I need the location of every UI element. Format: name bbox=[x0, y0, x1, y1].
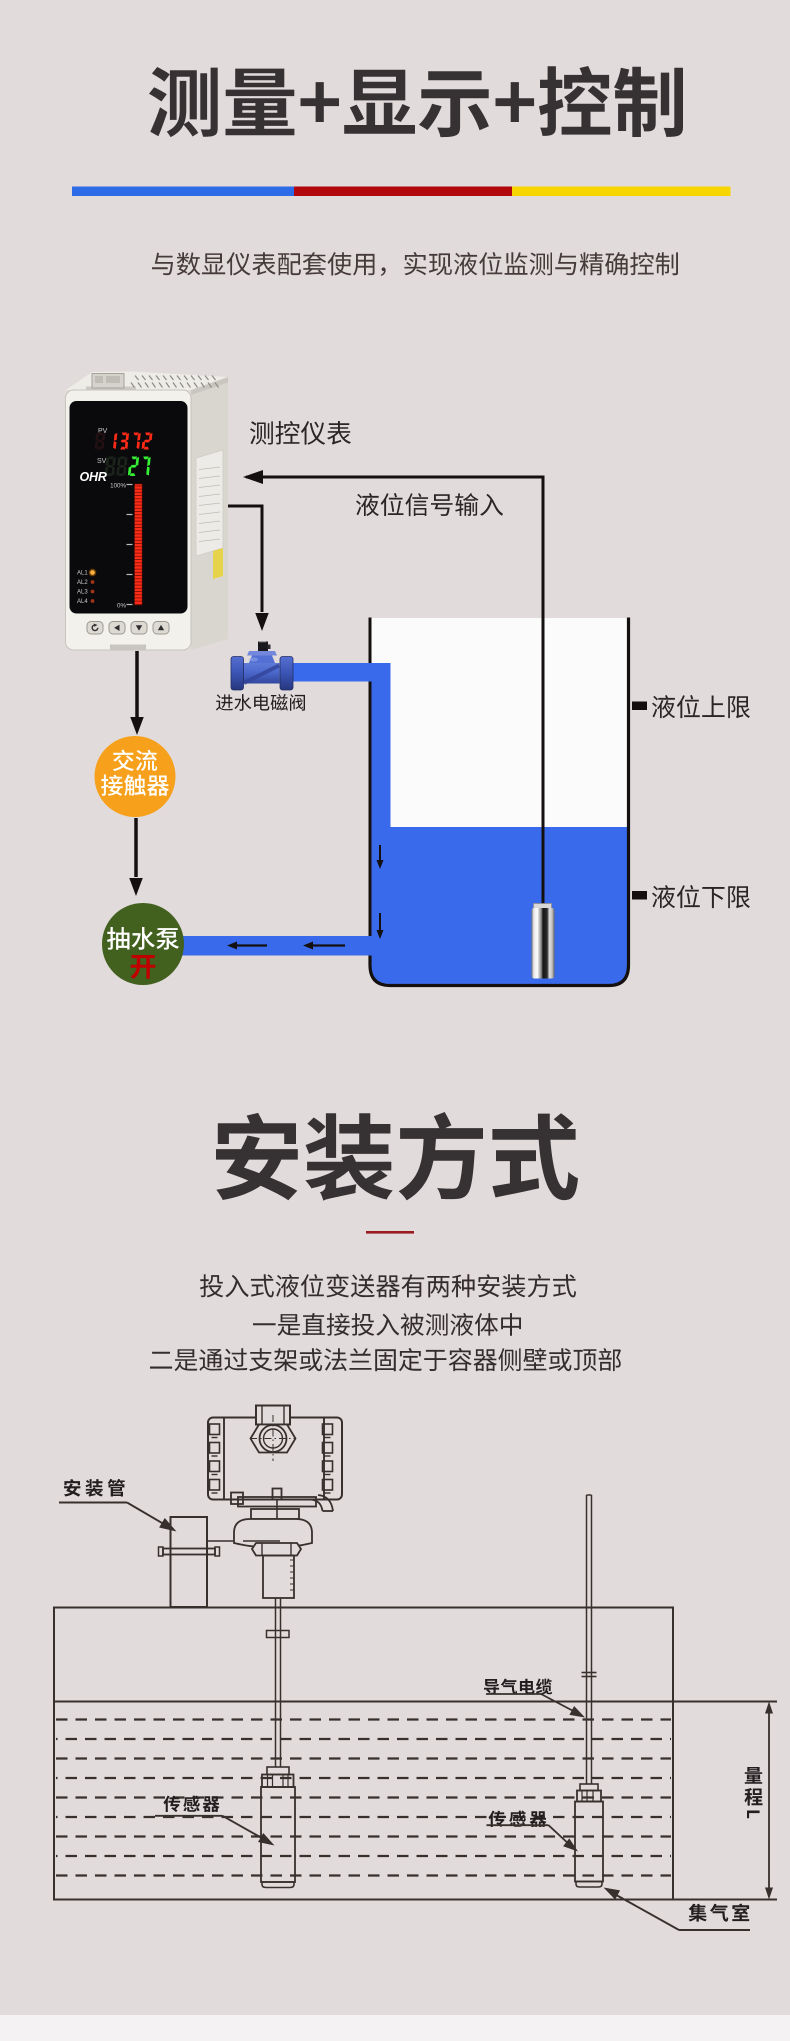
svg-text:AL3: AL3 bbox=[77, 590, 88, 596]
svg-text:AL1: AL1 bbox=[77, 571, 88, 577]
svg-text:AL4: AL4 bbox=[77, 599, 88, 605]
svg-text:SV: SV bbox=[97, 458, 107, 465]
svg-text:AL2: AL2 bbox=[77, 580, 88, 586]
svg-text:100%: 100% bbox=[110, 483, 126, 490]
svg-text:OHR: OHR bbox=[80, 470, 107, 484]
svg-text:PV: PV bbox=[98, 428, 108, 435]
svg-text:0%: 0% bbox=[117, 603, 126, 610]
